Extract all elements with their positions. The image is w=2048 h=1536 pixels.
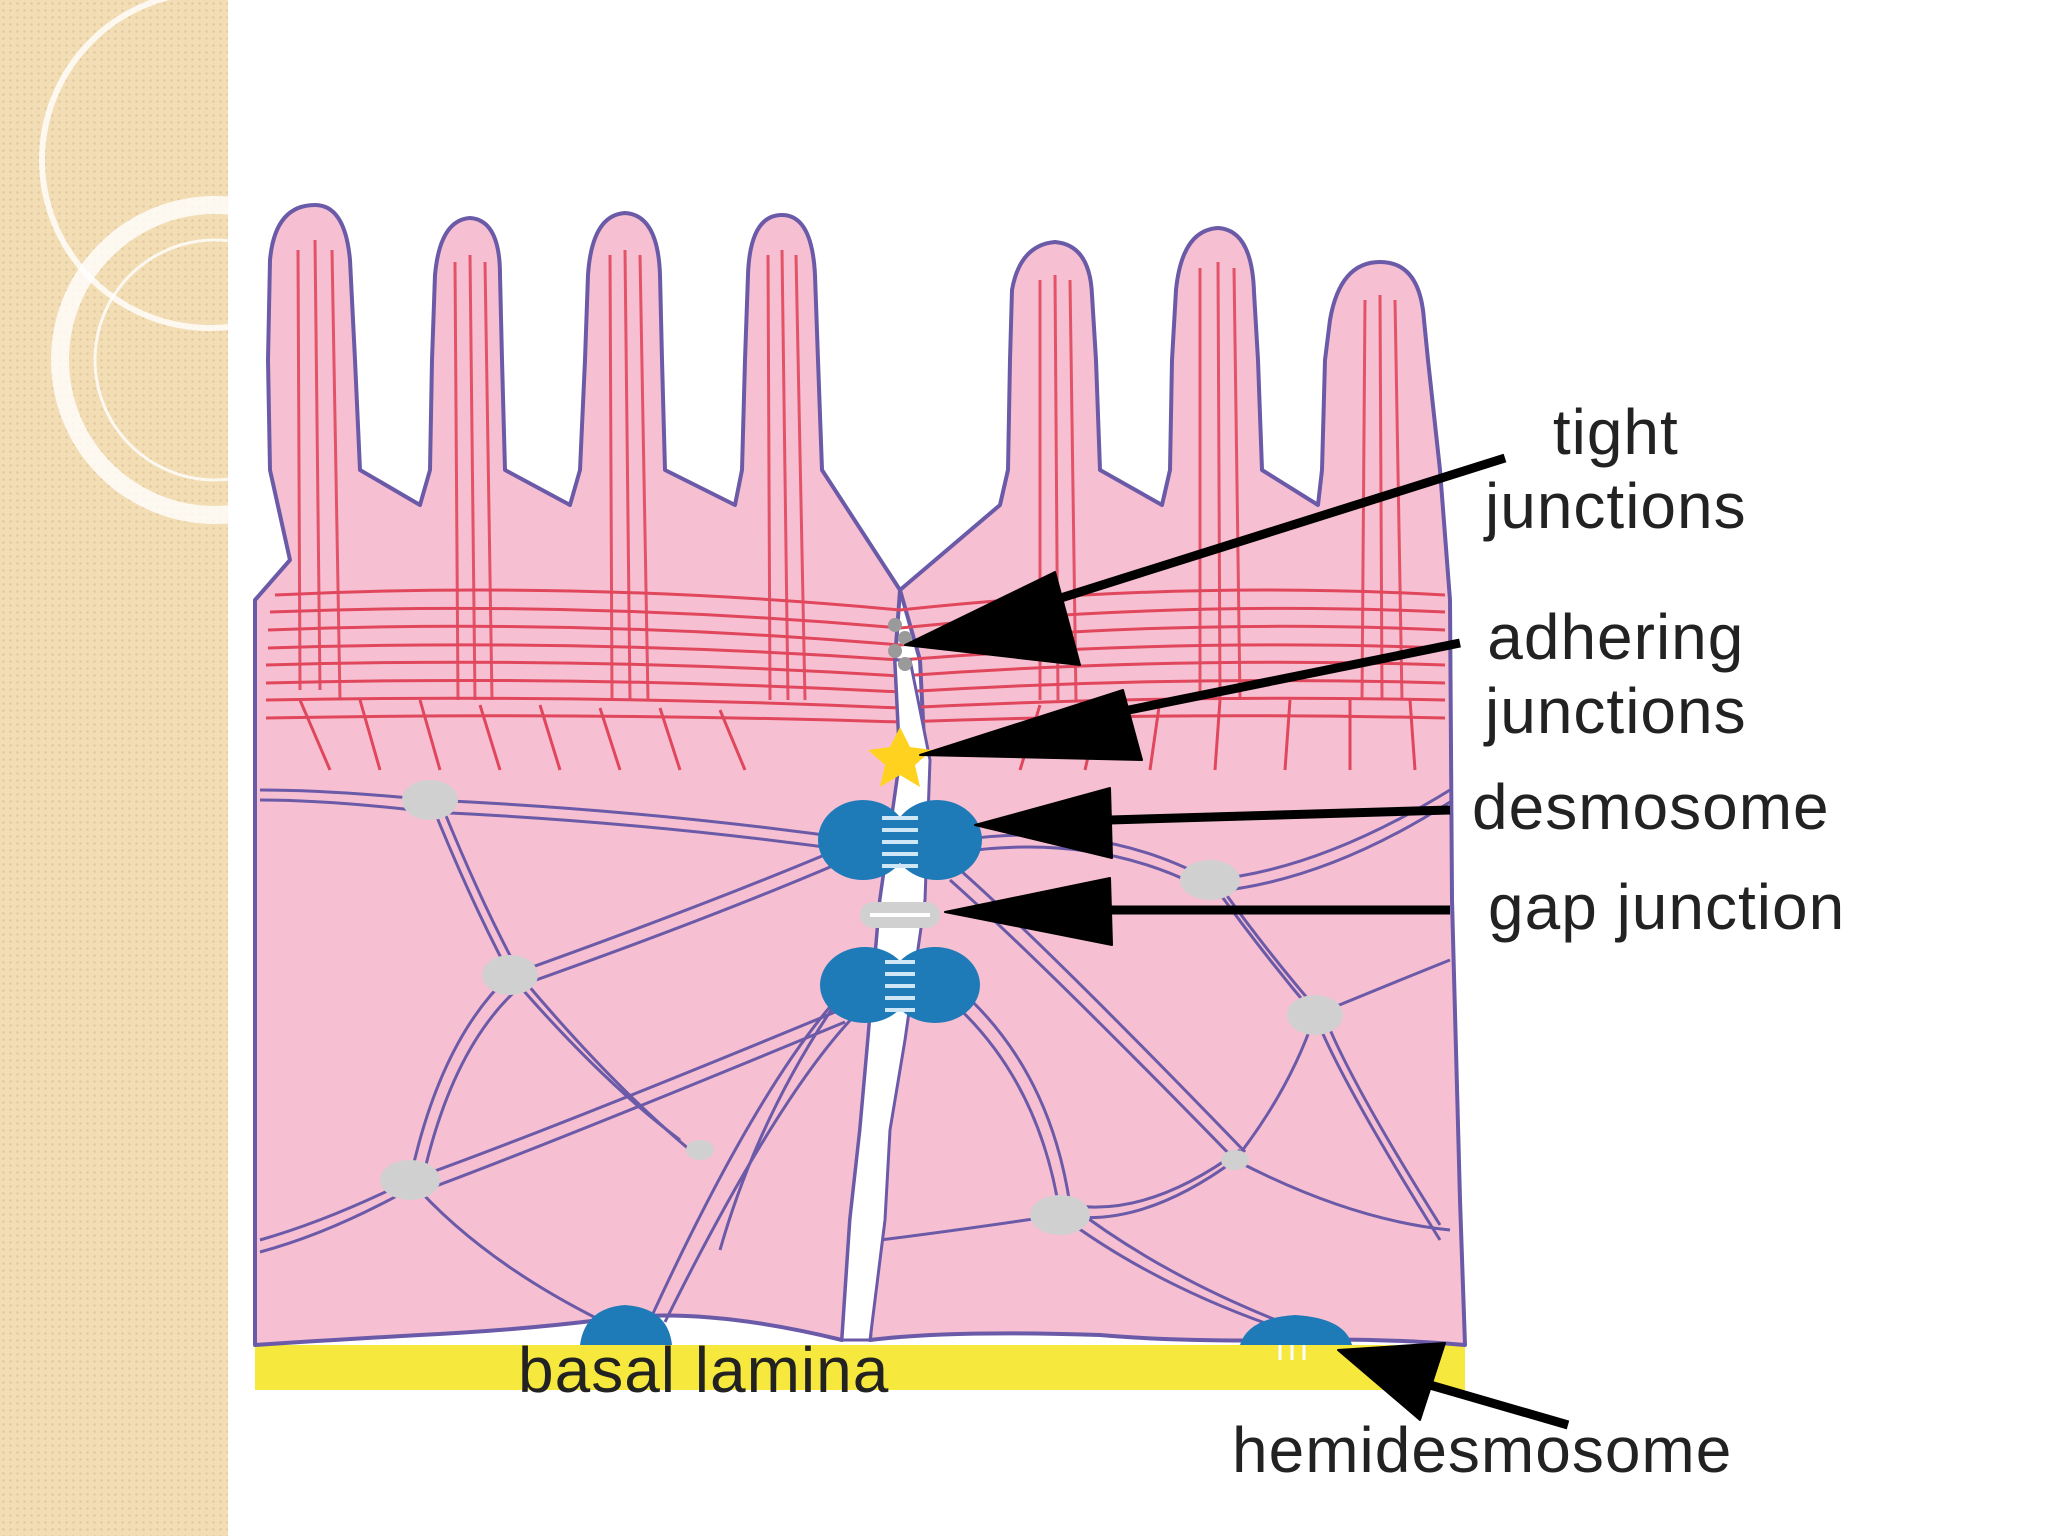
label-basal-lamina: basal lamina (518, 1334, 890, 1406)
label-tight-line-1: tight (1552, 396, 1679, 468)
arrowhead-tight-junctions (904, 571, 1081, 666)
label-tight-junctions: tight junctions (1485, 395, 1747, 543)
hemidesmosome-right (1240, 1315, 1352, 1345)
label-gap-junction: gap junction (1488, 871, 1846, 943)
arrowhead-gap-junction (944, 877, 1113, 946)
filament-nodes (380, 780, 1343, 1235)
label-adhering-line-2: junctions (1485, 675, 1747, 747)
hemidesmosome-right-filaments (1278, 1345, 1306, 1360)
slide-side-panel (0, 0, 228, 1536)
label-arrows (904, 453, 1570, 1430)
arrow-tight-junctions (1008, 453, 1507, 619)
desmosome-upper (818, 800, 982, 880)
right-cell-body (868, 226, 1467, 1347)
basal-lamina-band (255, 1345, 1465, 1390)
label-adhering-junctions: adhering junctions (1485, 600, 1747, 748)
label-desmosome: desmosome (1472, 771, 1830, 843)
adhering-junction (868, 727, 932, 787)
label-tight-line-2: junctions (1485, 470, 1747, 542)
desmosome-lower (820, 947, 980, 1023)
arrowhead-desmosome (974, 787, 1113, 859)
left-cell-body (253, 203, 902, 1347)
gap-junction (860, 902, 940, 928)
arrow-desmosome (1109, 805, 1451, 825)
arrowhead-adhering-junctions (919, 689, 1143, 761)
label-hemidesmosome: hemidesmosome (1232, 1414, 1733, 1486)
label-adhering-line-1: adhering (1487, 601, 1745, 673)
tight-junction (888, 618, 912, 671)
hemidesmosome-left (580, 1305, 672, 1345)
arrow-hemidesmosome (1428, 1380, 1570, 1430)
arrowhead-hemidesmosome (1337, 1342, 1446, 1421)
